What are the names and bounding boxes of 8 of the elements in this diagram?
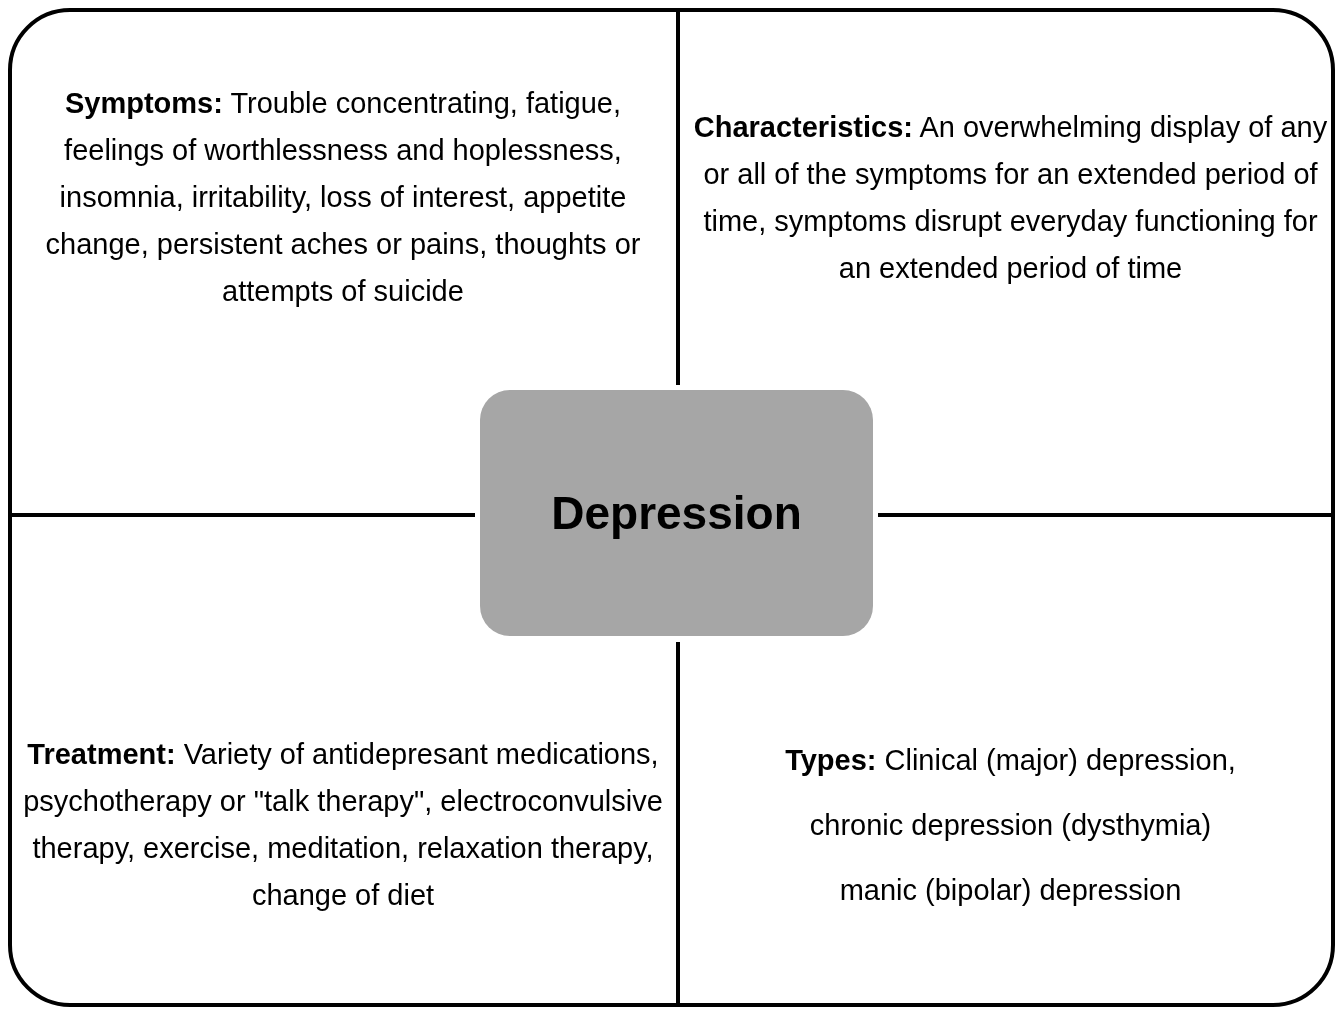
center-title: Depression: [551, 486, 802, 540]
quadrant-text: Characteristics: An overwhelming display of any or all of the symptoms for an extended period of time, symptoms disrupt everyday functioning for an extended period of time: [692, 109, 1329, 286]
quadrant-text: Treatment: Variety of antidepresant medications, psychotherapy or "talk therapy", electroconvulsive therapy, exercise, meditation, relaxation therapy, change of diet: [22, 737, 664, 913]
quadrant-text: Types: Clinical (major) depression,: [785, 742, 1236, 778]
center-box: [480, 390, 873, 636]
quadrant-text: Symptoms: Trouble concentrating, fatigue, feelings of worthlessness and hoplessness, insomnia, irritability, loss of interest, appetite change, persistent aches or pains, thoughts or attempts of suicide: [44, 86, 642, 309]
quadrant-text: chronic depression (dysthymia): [809, 807, 1212, 843]
quadrant-text: manic (bipolar) depression: [839, 872, 1182, 908]
